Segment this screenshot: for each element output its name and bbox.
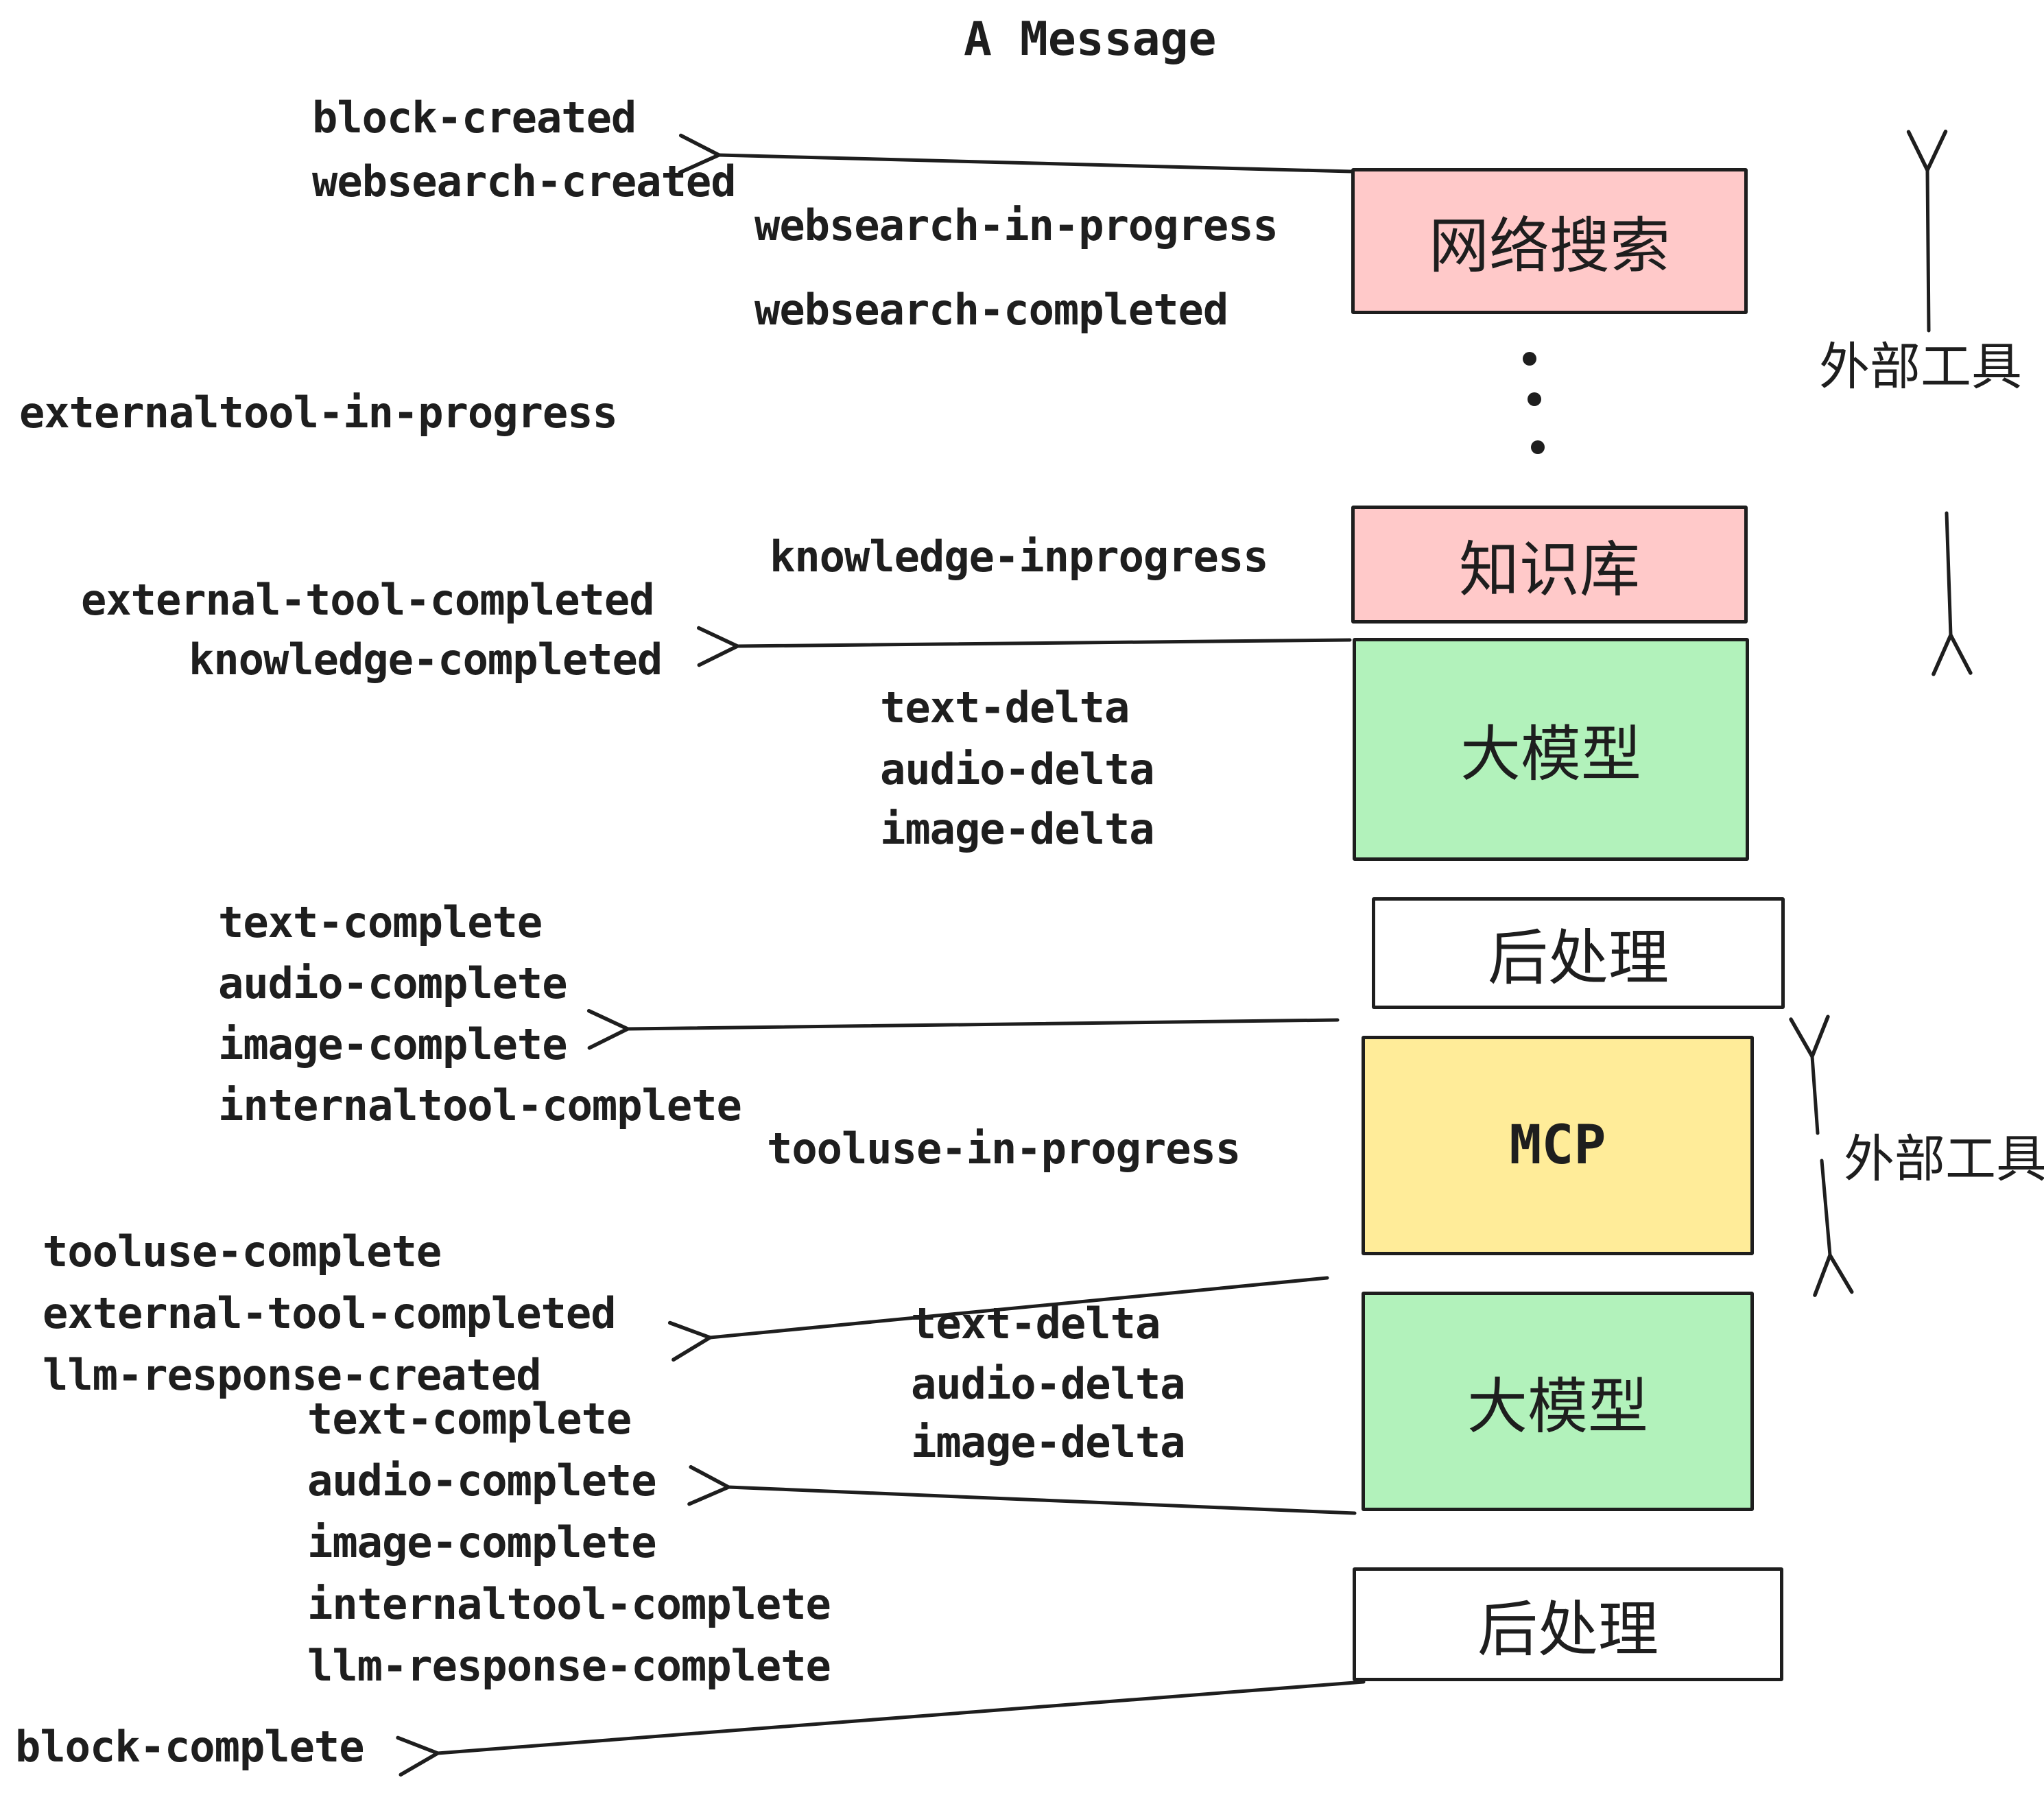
llm-box-1: 大模型 [1353,638,1749,861]
external-tools-down-arrow-2 [1813,1159,1854,1297]
event-internaltool-complete-1: internaltool-complete [218,1080,742,1130]
external-tools-label-1: 外部工具 [1819,337,2022,396]
llm-box-2: 大模型 [1362,1292,1754,1511]
external-tools-label-2: 外部工具 [1844,1130,2044,1189]
external-tools-up-arrow-1 [1906,130,1948,333]
postprocess-box-1: 后处理 [1372,897,1785,1009]
event-text-complete-2: text-complete [307,1394,632,1444]
arrow-tooluse-complete [667,1276,1329,1362]
event-text-complete-1: text-complete [218,897,543,947]
event-text-delta-2: text-delta [911,1298,1161,1349]
event-audio-complete-2: audio-complete [307,1456,657,1506]
llm-box-1-label: 大模型 [1460,719,1641,790]
event-image-complete-2: image-complete [307,1517,657,1567]
dot-3 [1531,440,1545,454]
event-external-tool-completed-1: external-tool-completed [81,575,655,625]
event-websearch-in-progress: websearch-in-progress [754,200,1279,250]
event-internaltool-complete-2: internaltool-complete [307,1579,831,1629]
arrow-image-complete [586,1008,1340,1050]
llm-box-2-label: 大模型 [1466,1370,1648,1442]
event-audio-delta-1: audio-delta [880,744,1155,794]
postprocess-box-2-label: 后处理 [1477,1593,1659,1665]
event-external-tool-completed-2: external-tool-completed [43,1288,617,1338]
event-websearch-created: websearch-created [312,156,737,206]
arrow-block-complete [396,1680,1366,1777]
event-websearch-completed: websearch-completed [754,285,1228,335]
event-image-delta-1: image-delta [880,804,1155,854]
websearch-box-label: 网络搜索 [1428,211,1670,281]
external-tools-up-arrow-2 [1789,1014,1830,1135]
event-tooluse-in-progress: tooluse-in-progress [767,1124,1241,1174]
websearch-box: 网络搜索 [1351,168,1748,314]
postprocess-box-1-label: 后处理 [1487,923,1669,993]
mcp-box-label: MCP [1509,1115,1606,1176]
dot-1 [1523,352,1536,366]
event-image-delta-2: image-delta [911,1417,1186,1467]
arrow-audio-complete [687,1464,1357,1515]
event-llm-response-complete: llm-response-complete [307,1641,831,1691]
knowledge-box: 知识库 [1351,506,1748,624]
event-block-complete: block-complete [15,1722,365,1772]
event-text-delta-1: text-delta [880,683,1130,733]
event-image-complete-1: image-complete [218,1019,568,1069]
dot-2 [1528,392,1541,406]
knowledge-box-label: 知识库 [1458,534,1640,605]
diagram-title: A Message [964,12,1217,67]
external-tools-down-arrow-1 [1932,511,1973,676]
event-block-created: block-created [312,93,637,143]
event-knowledge-completed: knowledge-completed [189,634,663,685]
event-knowledge-inprogress: knowledge-inprogress [770,532,1269,582]
event-tooluse-complete: tooluse-complete [43,1226,442,1277]
postprocess-box-2: 后处理 [1353,1567,1783,1681]
event-llm-response-created: llm-response-created [43,1350,542,1400]
mcp-box: MCP [1362,1036,1754,1255]
event-audio-complete-1: audio-complete [218,958,568,1008]
event-externaltool-in-progress: externaltool-in-progress [19,388,618,438]
event-audio-delta-2: audio-delta [911,1359,1186,1409]
arrow-knowledge-completed [696,626,1352,667]
arrow-websearch-created [678,133,1353,175]
ellipsis-dots [1523,352,1545,454]
